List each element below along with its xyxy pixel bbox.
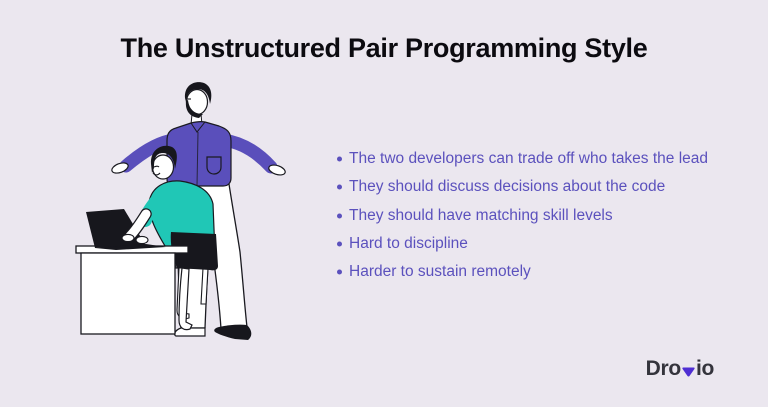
- standing-hair: [184, 82, 212, 104]
- bullet-item: They should discuss decisions about the …: [335, 173, 745, 201]
- logo-v-icon: [682, 367, 695, 377]
- jacket-collar-line: [190, 121, 206, 133]
- pair-programming-illustration: [75, 82, 286, 340]
- logo-text-suffix: io: [695, 357, 714, 380]
- bullet-item: Hard to discipline: [335, 230, 745, 258]
- standing-beard: [185, 100, 203, 118]
- seated-hand-left: [121, 233, 135, 243]
- laptop-keyboard: [95, 244, 166, 250]
- desk-front: [80, 252, 176, 335]
- drovio-logo: Dro io: [645, 357, 715, 381]
- seated-hair: [150, 145, 177, 173]
- bullet-list: The two developers can trade off who tak…: [335, 145, 745, 286]
- standing-right-hand: [268, 164, 286, 176]
- seated-smile: [152, 172, 161, 176]
- seated-developer: [138, 145, 218, 331]
- seated-face: [151, 154, 175, 180]
- seated-hand-right: [135, 235, 149, 245]
- standing-left-hand: [111, 162, 129, 174]
- seated-shorts: [170, 232, 218, 271]
- logo-text-prefix: Dro: [645, 357, 682, 380]
- desk: [75, 245, 189, 335]
- jacket-seam-line: [196, 131, 199, 187]
- bullet-item: Harder to sustain remotely: [335, 258, 745, 286]
- seated-forearm: [121, 208, 152, 245]
- page-title: The Unstructured Pair Programming Style: [120, 33, 648, 64]
- bullet-item: They should have matching skill levels: [335, 202, 745, 230]
- seated-leg: [178, 267, 193, 331]
- standing-right-shoe: [214, 324, 252, 340]
- bullet-item: The two developers can trade off who tak…: [335, 145, 745, 173]
- jacket-pocket: [206, 156, 222, 175]
- seated-eye: [153, 165, 160, 168]
